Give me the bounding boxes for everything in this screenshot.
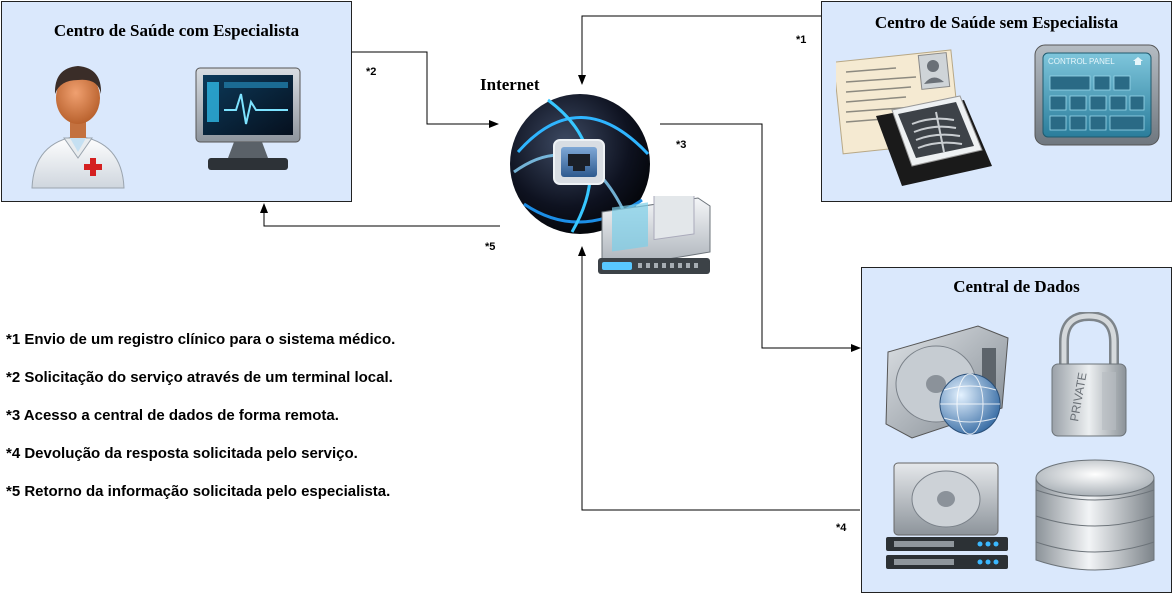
arrow-2 <box>351 51 499 128</box>
no-specialist-center-title: Centro de Saúde sem Especialista <box>874 13 1119 32</box>
medical-record-icon <box>836 49 992 186</box>
server-drive-icon <box>886 462 1008 569</box>
svg-text:CONTROL PANEL: CONTROL PANEL <box>1048 57 1115 66</box>
legend-item: *2 Solicitação do serviço através de um … <box>6 369 393 386</box>
no-specialist-center-box: Centro de Saúde sem Especialista <box>821 1 1172 202</box>
monitor-icon <box>195 67 301 170</box>
padlock-icon: PRIVATE <box>1051 312 1127 437</box>
arrow-label-1: *1 <box>796 34 807 46</box>
control-panel-icon: CONTROL PANEL <box>1034 44 1160 146</box>
arrow-label-4: *4 <box>836 522 847 534</box>
internet-globe-icon <box>510 94 650 234</box>
legend-item: *3 Acesso a central de dados de forma re… <box>6 407 339 424</box>
database-icon <box>1035 459 1155 571</box>
internet-label: Internet <box>480 75 540 94</box>
network-drive-icon <box>885 325 1009 439</box>
network-switch-icon <box>598 196 711 274</box>
arrow-label-3: *3 <box>676 139 687 151</box>
arrow-3 <box>660 123 861 352</box>
arrow-4 <box>578 246 860 511</box>
data-center-box: Central de Dados PRIVATE <box>861 267 1172 593</box>
arrow-5 <box>260 203 500 227</box>
arrow-1 <box>578 15 821 85</box>
legend-item: *5 Retorno da informação solicitada pelo… <box>6 483 391 500</box>
arrow-label-2: *2 <box>366 66 377 78</box>
doctor-icon <box>31 66 125 189</box>
specialist-center-title: Centro de Saúde com Especialista <box>53 21 300 40</box>
specialist-center-box: Centro de Saúde com Especialista <box>1 1 352 202</box>
data-center-title: Central de Dados <box>953 277 1080 296</box>
legend-item: *1 Envio de um registro clínico para o s… <box>6 331 396 348</box>
legend: *1 Envio de um registro clínico para o s… <box>6 330 395 520</box>
arrow-label-5: *5 <box>485 241 496 253</box>
legend-item: *4 Devolução da resposta solicitada pelo… <box>6 445 358 462</box>
